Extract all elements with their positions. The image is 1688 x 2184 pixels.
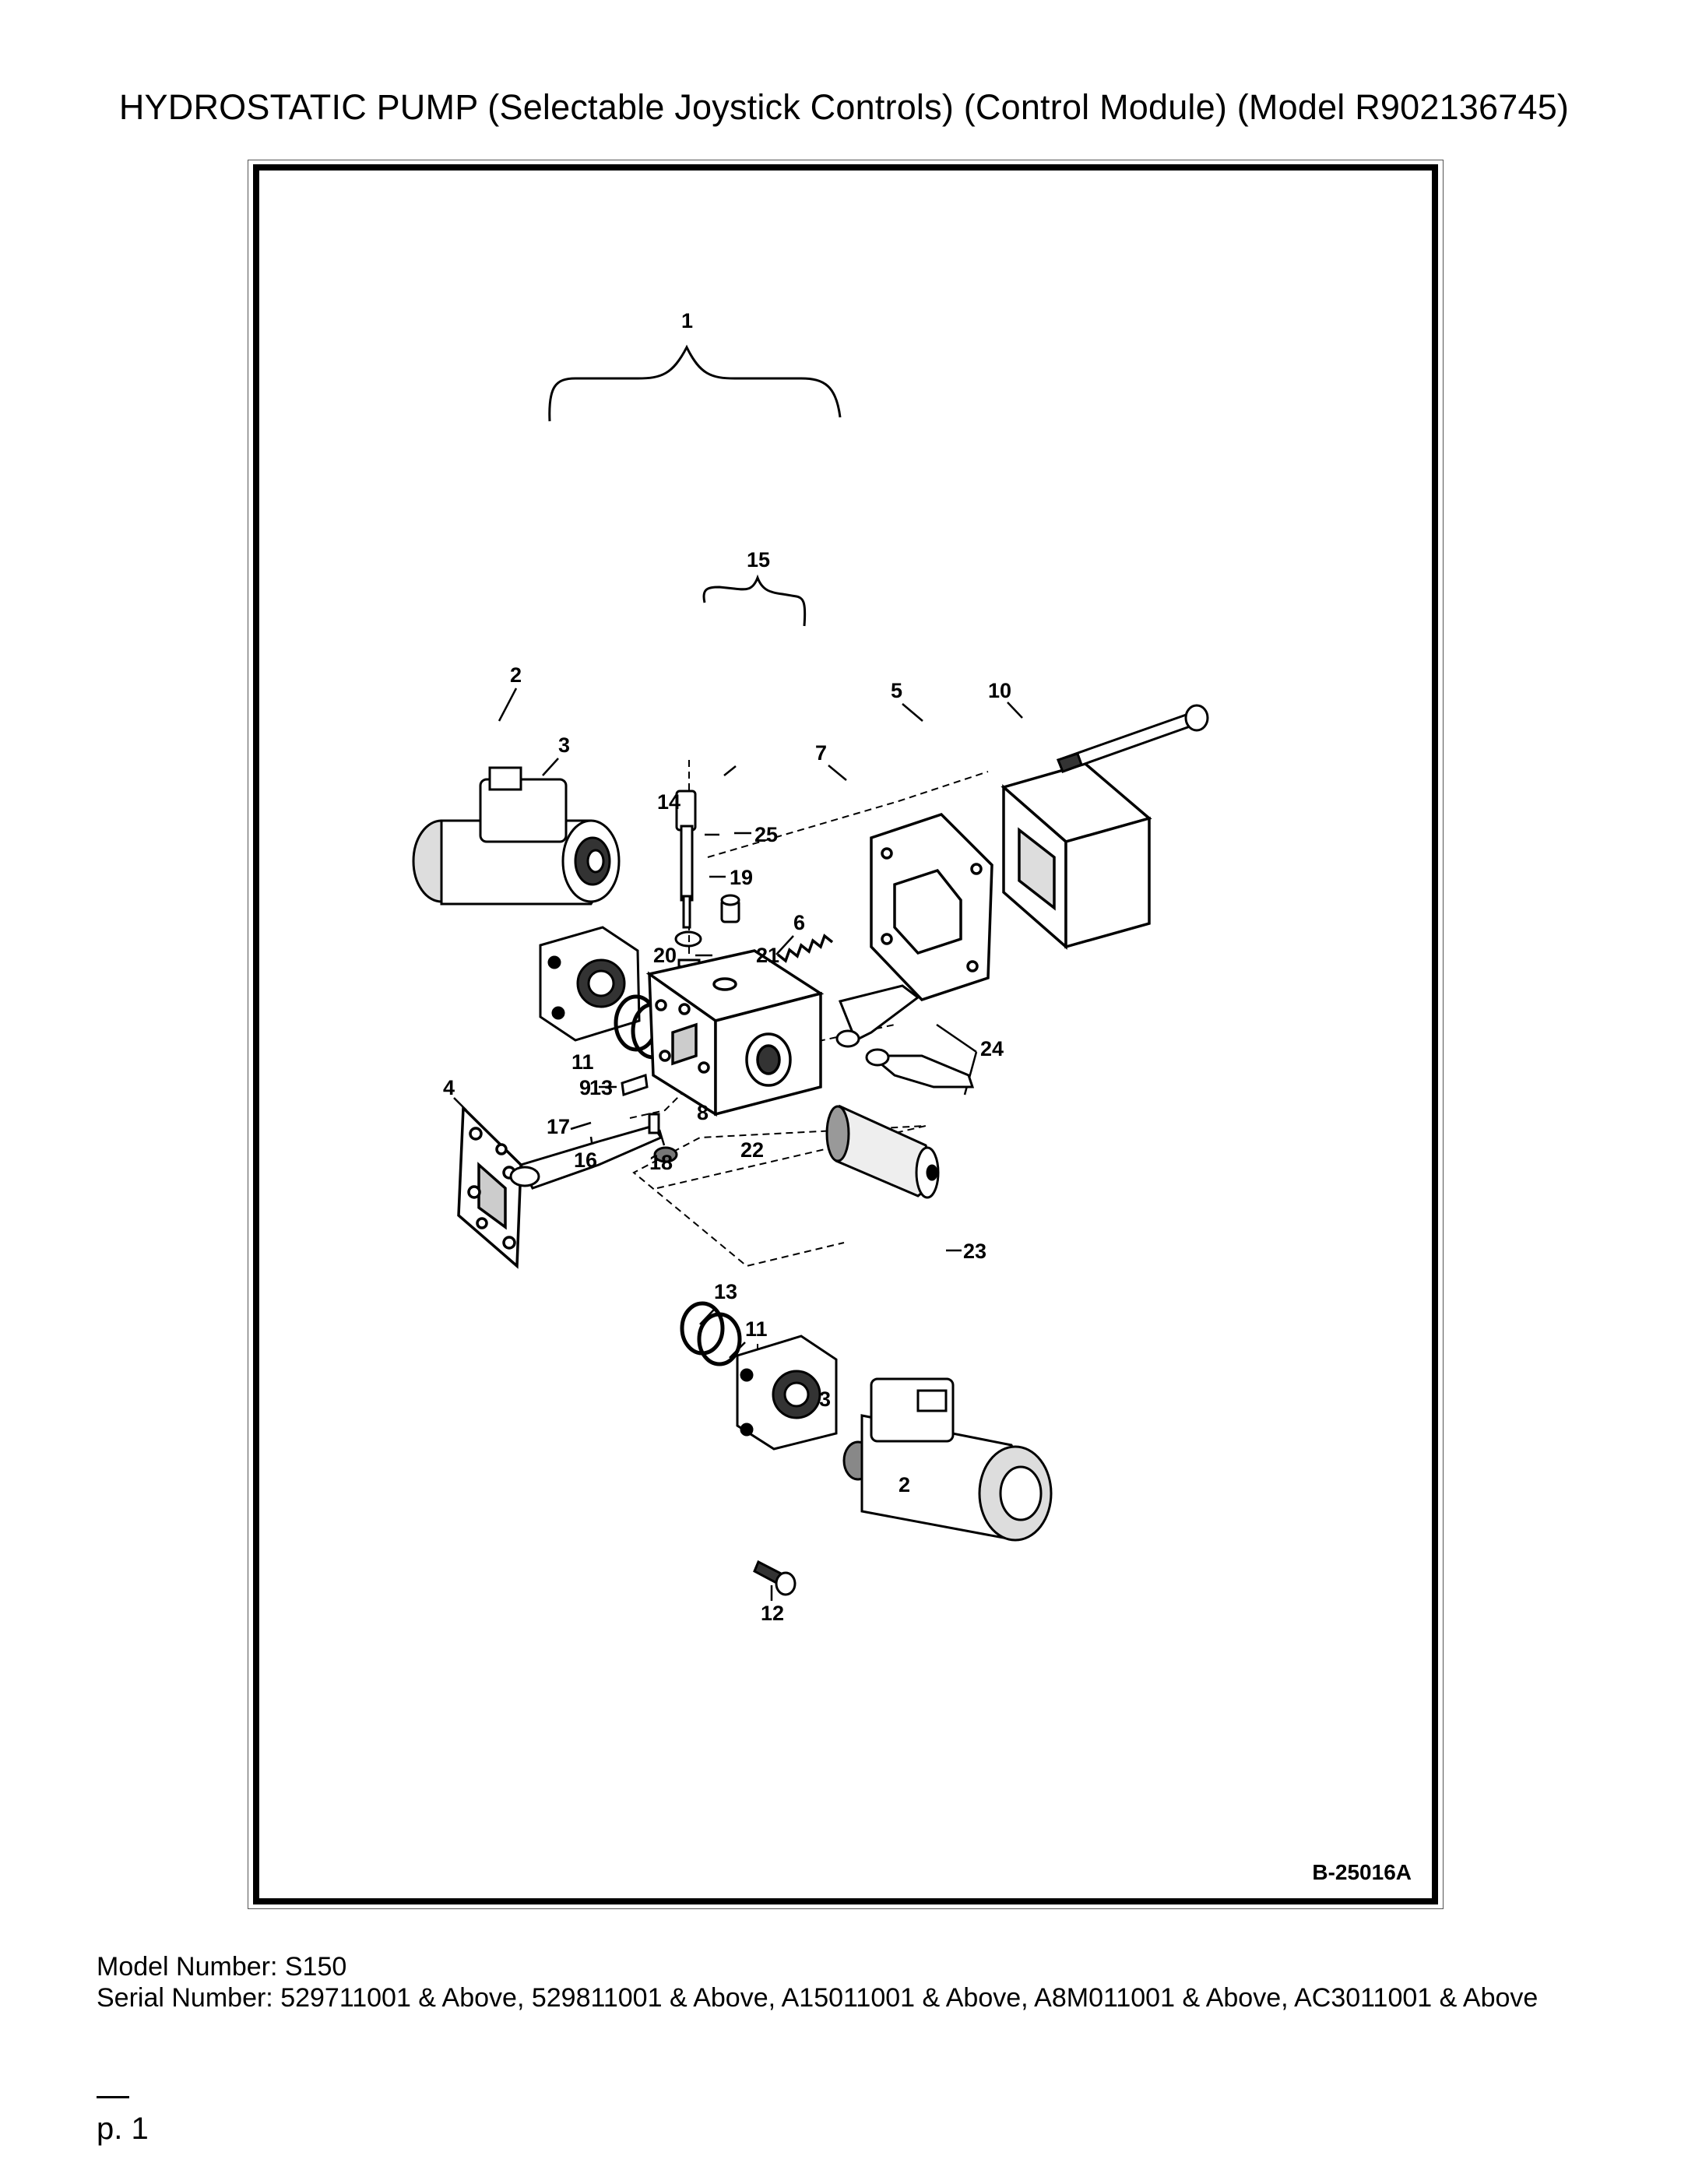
plug-19	[675, 790, 697, 929]
o-rings-lower	[680, 1301, 742, 1366]
exploded-parts-diagram: 1 2 2 3 3 4 5 6 7 8 9 10 11 11 12 13 13 …	[412, 309, 1209, 1625]
page-title: HYDROSTATIC PUMP (Selectable Joystick Co…	[118, 87, 1570, 127]
gasket-4	[457, 1104, 522, 1269]
solenoid-upper	[412, 766, 621, 906]
callout-7: 7	[815, 741, 827, 765]
spool-23	[825, 1104, 940, 1199]
callout-5: 5	[891, 679, 902, 702]
callout-2: 2	[510, 663, 522, 687]
callout-9: 9	[579, 1076, 591, 1099]
callout-4: 4	[443, 1076, 455, 1099]
figure-id: B-25016A	[1312, 1860, 1412, 1884]
brace-1	[548, 344, 842, 422]
callout-23: 23	[963, 1240, 986, 1263]
callout-3: 3	[558, 733, 570, 757]
callout-25: 25	[754, 823, 778, 846]
callout-labels: 1 2 2 3 3 4 5 6 7 8 9 10 11 11 12 13 13 …	[443, 309, 1011, 1625]
control-block-22	[645, 949, 825, 1117]
page-number: p. 1	[97, 2112, 149, 2146]
callout-10: 10	[988, 679, 1011, 702]
callout-20: 20	[653, 944, 677, 967]
callout-11: 11	[571, 1050, 594, 1074]
callout-8: 8	[697, 1101, 709, 1124]
callout-22: 22	[740, 1138, 764, 1162]
spring-6	[776, 934, 834, 963]
callout-21: 21	[756, 944, 779, 967]
screw-12	[753, 1560, 797, 1596]
adapter-plate-lower	[736, 1335, 838, 1451]
callout-17: 17	[547, 1115, 570, 1138]
figure-frame: 1 2 2 3 3 4 5 6 7 8 9 10 11 11 12 13 13 …	[248, 160, 1444, 1909]
bolt-10	[1057, 704, 1209, 773]
callout-18: 18	[649, 1151, 673, 1174]
lever-16	[509, 1113, 663, 1190]
callout-16: 16	[574, 1148, 597, 1172]
levers-24	[835, 984, 975, 1088]
gasket-7	[870, 812, 993, 1002]
callout-15: 15	[747, 548, 770, 571]
footer: Model Number: S150 Serial Number: 529711…	[97, 1951, 1607, 2013]
cover-5	[1000, 762, 1152, 950]
ring-14	[674, 930, 702, 948]
callout-1: 1	[681, 309, 693, 332]
callout-13: 13	[714, 1280, 737, 1303]
pin-9	[621, 1074, 649, 1096]
adapter-plate-upper	[539, 926, 641, 1042]
callout-19: 19	[730, 866, 753, 889]
plug-25	[720, 894, 740, 923]
serial-number: Serial Number: 529711001 & Above, 529811…	[97, 1983, 1539, 2013]
callout-24: 24	[980, 1037, 1004, 1060]
callout-13: 13	[589, 1076, 613, 1099]
model-number: Model Number: S150	[97, 1952, 347, 1982]
callout-12: 12	[761, 1602, 784, 1625]
callout-6: 6	[793, 911, 805, 934]
washer-18	[653, 1146, 678, 1163]
callout-3: 3	[819, 1387, 831, 1411]
callout-2: 2	[899, 1473, 910, 1496]
callout-11: 11	[745, 1317, 768, 1341]
solenoid-lower	[842, 1377, 1053, 1542]
callout-14: 14	[657, 790, 680, 814]
footer-divider	[97, 2096, 129, 2098]
brace-15	[702, 574, 807, 627]
figure-border	[253, 164, 1438, 1904]
